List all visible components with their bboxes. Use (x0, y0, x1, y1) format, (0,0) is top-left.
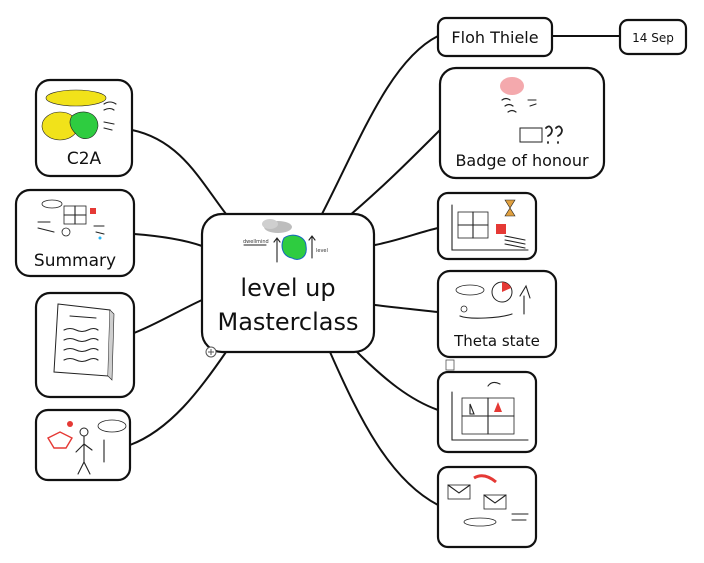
sketch-image (47, 419, 127, 475)
branch-to-image-r3 (354, 349, 439, 411)
branch-to-theta (374, 304, 439, 313)
node-floh-thiele-label: Floh Thiele (451, 28, 538, 47)
theta-sketch (455, 281, 531, 319)
central-sketch: dwellmind level (243, 219, 328, 263)
sketch-image (451, 381, 529, 441)
node-image-left-4[interactable] (34, 408, 132, 482)
sketch-image (53, 303, 115, 381)
branch-to-image-r1 (374, 227, 439, 246)
branch-connectors (129, 35, 621, 506)
c2a-sketch (41, 89, 117, 141)
central-sketch-label-left: dwellmind (243, 239, 269, 245)
sketch-image (451, 199, 529, 251)
branch-to-notes (133, 299, 203, 334)
badge-sketch (500, 77, 563, 144)
central-title-line1: level up (240, 274, 335, 302)
sketch-image (447, 474, 529, 527)
node-c2a[interactable]: C2A (34, 78, 134, 178)
summary-sketch (37, 199, 105, 240)
node-date[interactable]: 14 Sep (618, 18, 688, 56)
node-date-label: 14 Sep (632, 31, 674, 45)
central-topic[interactable]: dwellmind level level up Masterclass (200, 212, 376, 354)
branch-to-c2a (131, 129, 227, 215)
node-image-right-4[interactable] (436, 465, 538, 549)
node-notes-image[interactable] (34, 291, 136, 399)
node-badge-label: Badge of honour (455, 151, 589, 170)
attachment-icon[interactable] (205, 346, 217, 358)
central-sketch-label-right: level (316, 248, 328, 254)
node-theta-label: Theta state (453, 332, 540, 350)
node-theta-state[interactable]: Theta state (436, 269, 558, 359)
branch-to-image-r4 (329, 351, 439, 506)
branch-to-image-l4 (129, 351, 227, 446)
node-summary[interactable]: Summary (14, 188, 136, 278)
node-image-right-1[interactable] (436, 191, 538, 261)
branch-to-summary (133, 233, 203, 247)
node-badge-of-honour[interactable]: Badge of honour (438, 66, 606, 180)
branch-to-badge (341, 129, 441, 223)
branch-to-floh (321, 35, 439, 215)
node-c2a-label: C2A (67, 149, 102, 169)
node-floh-thiele[interactable]: Floh Thiele (436, 16, 554, 58)
node-summary-label: Summary (34, 251, 116, 271)
central-title-line2: Masterclass (217, 308, 358, 336)
document-icon[interactable] (445, 359, 455, 371)
node-image-right-3[interactable] (436, 370, 538, 454)
